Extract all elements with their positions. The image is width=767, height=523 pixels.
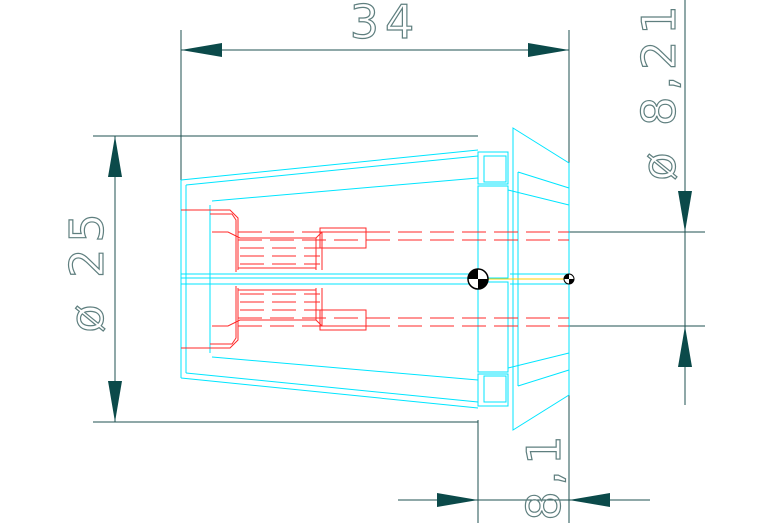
arrow-nose-right	[569, 493, 610, 507]
arrow-length-left	[181, 43, 222, 57]
bore-diameter-label: ø 8,21	[632, 0, 686, 181]
center-mark-large	[467, 268, 489, 290]
arrow-diameter-top	[108, 136, 122, 177]
arrow-bore-bottom	[678, 326, 692, 367]
collet-outline	[180, 127, 570, 431]
arrow-bore-top	[678, 191, 692, 232]
hidden-lines	[181, 209, 569, 349]
center-mark-small	[563, 273, 575, 285]
outer-diameter-label: ø 25	[60, 207, 114, 332]
dimension-arrows	[108, 43, 692, 507]
dimension-lines	[93, 0, 705, 523]
arrow-length-right	[528, 43, 569, 57]
nose-length-label: 8,1	[517, 429, 571, 520]
arrow-diameter-bottom	[108, 381, 122, 422]
arrow-nose-left	[437, 493, 478, 507]
length-dimension-label: 34	[350, 0, 421, 49]
